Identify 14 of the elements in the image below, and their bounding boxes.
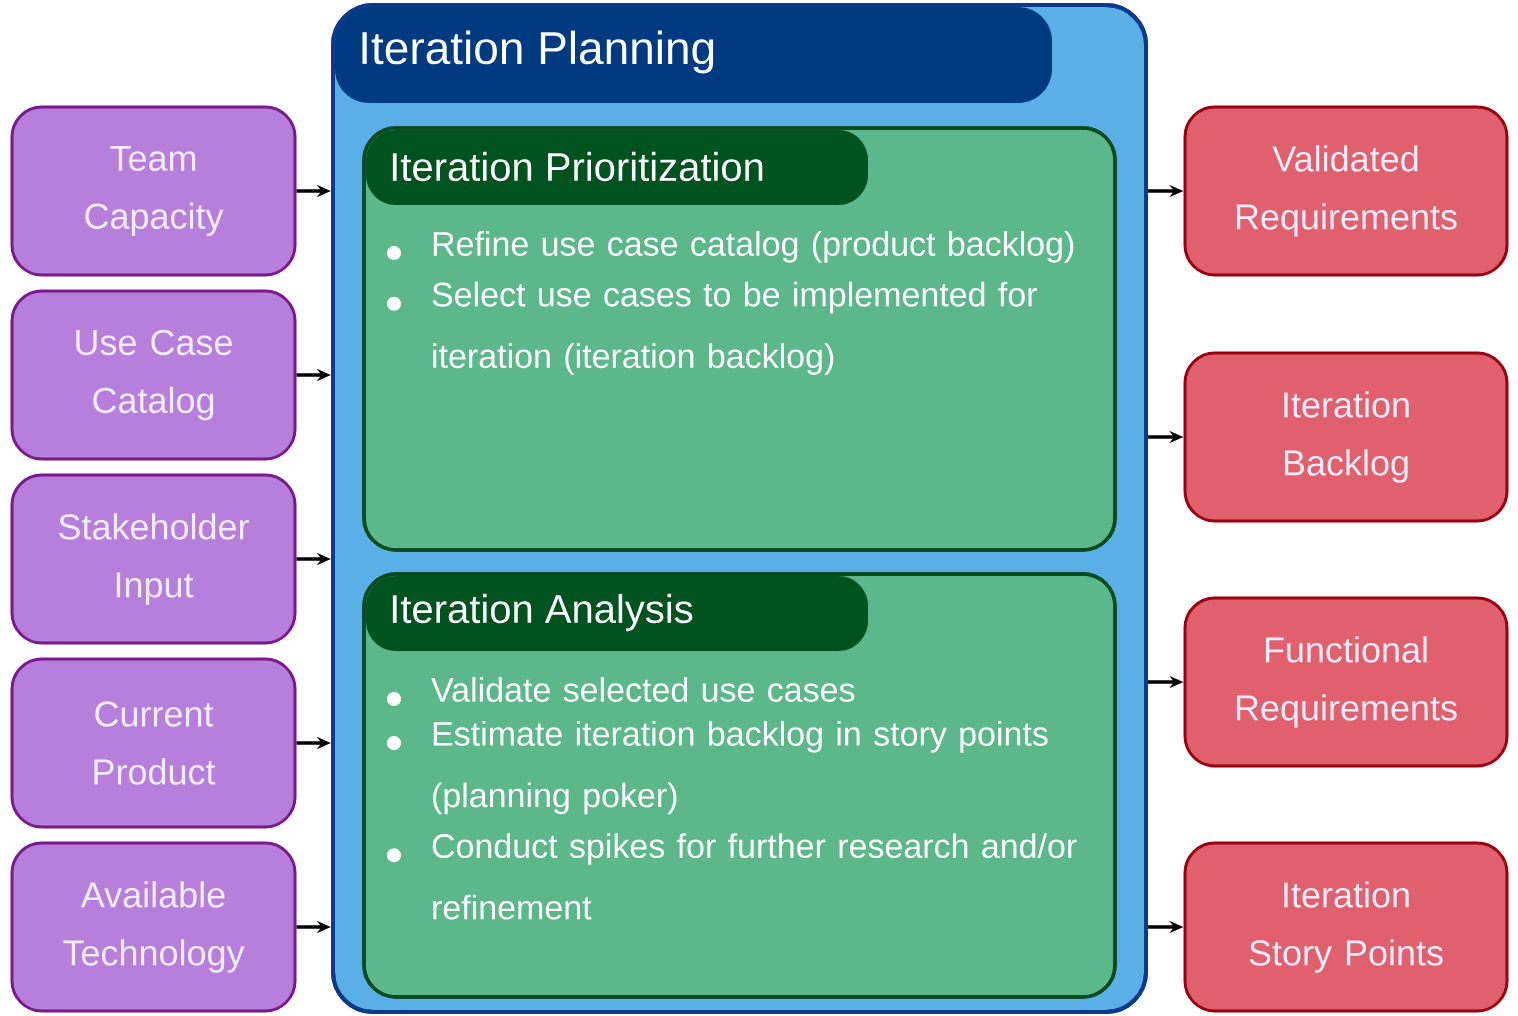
input-output-box: Use Case Catalog xyxy=(10,289,297,461)
bullet-item: Conduct spikes for further research and/or refinement xyxy=(387,833,1077,920)
bullet-item: Validate selected use cases xyxy=(387,677,855,706)
input-output-box: Iteration Backlog xyxy=(1183,351,1509,523)
input-output-box: Available Technology xyxy=(10,841,297,1013)
input-output-box: Validated Requirements xyxy=(1183,105,1509,277)
input-output-box: Functional Requirements xyxy=(1183,596,1509,768)
bullet-item: Refine use case catalog (product backlog) xyxy=(387,231,1074,263)
input-output-box: Iteration Story Points xyxy=(1183,841,1509,1013)
input-output-box: Team Capacity xyxy=(10,105,297,277)
input-output-box: Stakeholder Input xyxy=(10,473,297,645)
bullet-item: Select use cases to be implemented for iteration (iteration backlog) xyxy=(387,281,1037,375)
input-output-box: Current Product xyxy=(10,657,297,829)
bullet-item: Estimate iteration backlog in story points (planning poker) xyxy=(387,720,1048,815)
